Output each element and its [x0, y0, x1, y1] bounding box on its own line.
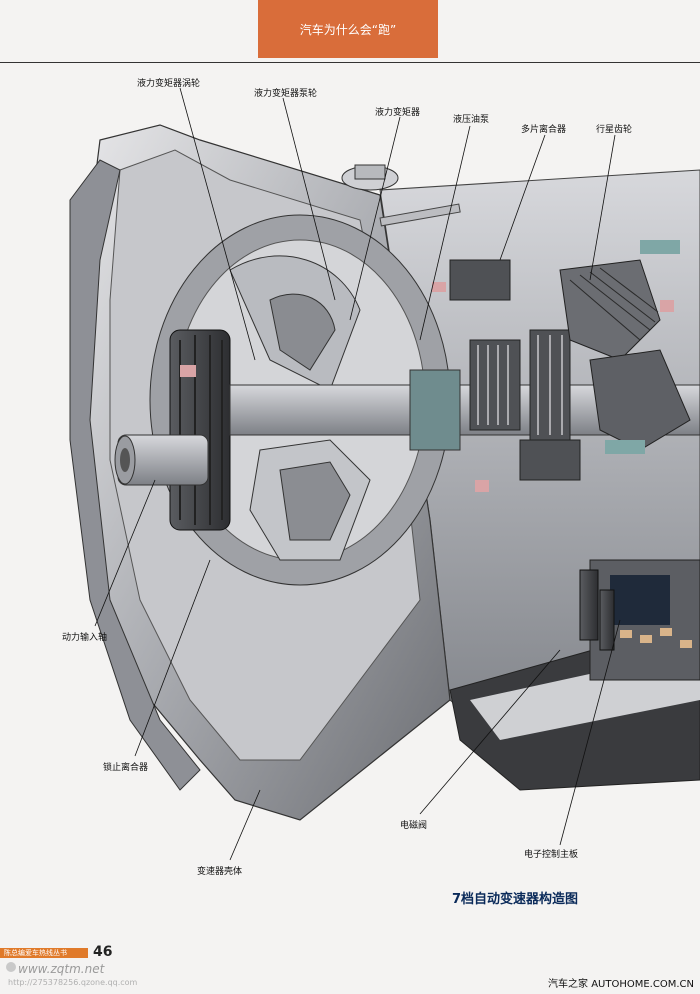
- site-logo-icon: [6, 962, 16, 972]
- label-housing: 变速器壳体: [197, 867, 243, 877]
- label-turbine: 液力变矩器涡轮: [137, 79, 201, 89]
- label-oil-pump: 液压油泵: [453, 115, 490, 125]
- label-planetary-gear: 行星齿轮: [596, 125, 633, 135]
- site-sub-url: http://275378256.qzone.qq.com: [8, 978, 138, 987]
- header-rule: [0, 62, 700, 63]
- label-lockup-clutch: 锁止离合器: [103, 763, 149, 773]
- watermark: 汽车之家 AUTOHOME.COM.CN: [548, 979, 694, 990]
- page-number: 46: [93, 944, 113, 960]
- label-solenoid-valve: 电磁阀: [400, 821, 428, 831]
- figure-caption: 7档自动变速器构造图: [452, 892, 579, 907]
- page-header-tab: 汽车为什么会“跑”: [258, 0, 438, 58]
- page-header-title: 汽车为什么会“跑”: [299, 22, 397, 37]
- site-url: www.zqtm.net: [18, 962, 105, 976]
- label-input-shaft: 动力输入轴: [62, 633, 108, 643]
- label-torque-converter: 液力变矩器: [375, 108, 421, 118]
- label-pump-wheel: 液力变矩器泵轮: [254, 89, 318, 99]
- label-control-board: 电子控制主板: [524, 850, 579, 860]
- series-band: 陈总编爱车热线丛书: [0, 948, 88, 958]
- label-multi-plate-clutch: 多片离合器: [521, 125, 567, 135]
